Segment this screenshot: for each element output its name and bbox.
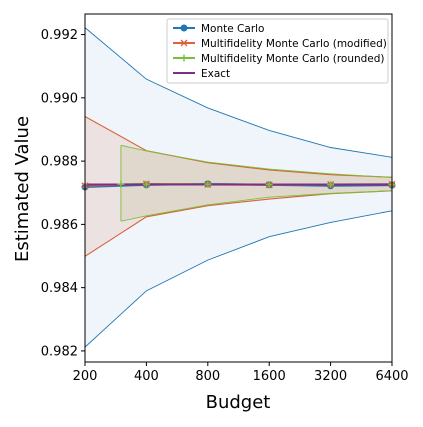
y-tick-label-5: 0.992	[41, 28, 78, 43]
legend-label-3: Exact	[201, 68, 230, 80]
legend-label-1: Multifidelity Monte Carlo (modified)	[201, 38, 387, 50]
y-tick-label-3: 0.988	[41, 155, 78, 170]
legend-label-0: Monte Carlo	[201, 23, 264, 35]
legend-marker-0	[181, 25, 187, 31]
y-tick-label-4: 0.990	[41, 91, 78, 106]
x-axis-label: Budget	[206, 392, 271, 413]
x-tick-label-3: 1600	[253, 369, 286, 384]
x-tick-label-5: 6400	[375, 369, 408, 384]
x-tick-label-1: 400	[134, 369, 159, 384]
y-axis-label: Estimated Value	[12, 116, 33, 262]
x-tick-label-4: 3200	[314, 369, 347, 384]
y-tick-label-0: 0.982	[41, 344, 78, 359]
y-tick-label-1: 0.984	[41, 281, 78, 296]
legend-label-2: Multifidelity Monte Carlo (rounded)	[201, 53, 385, 65]
x-tick-label-0: 200	[73, 369, 98, 384]
y-tick-label-2: 0.986	[41, 218, 78, 233]
x-tick-label-2: 800	[195, 369, 220, 384]
